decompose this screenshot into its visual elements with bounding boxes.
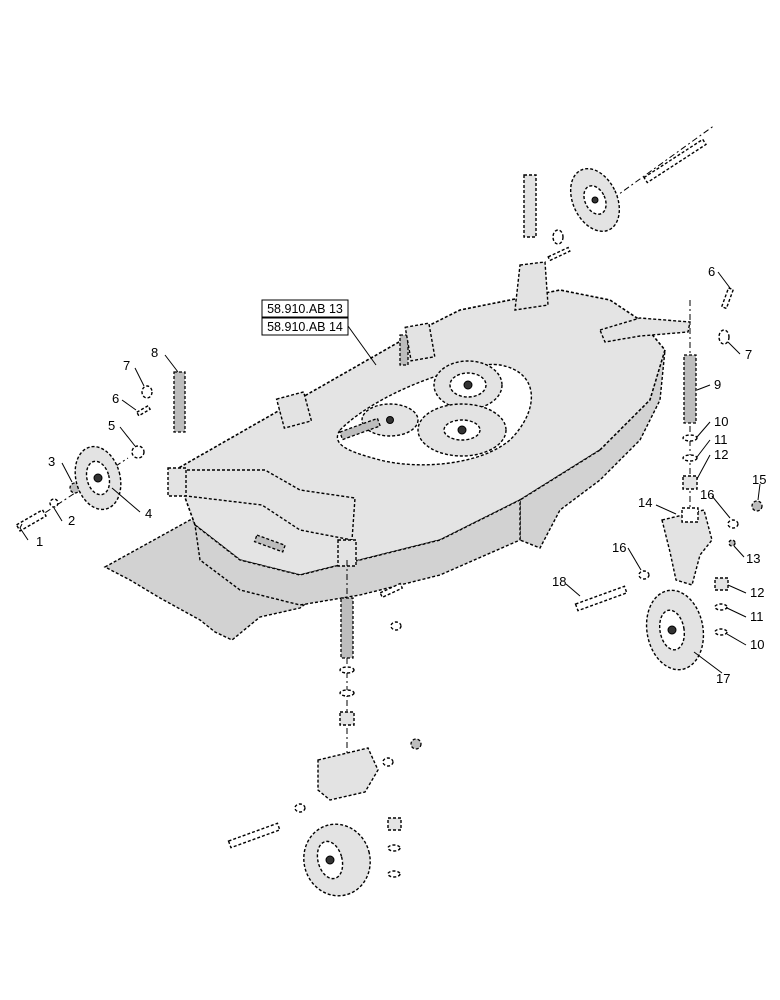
part-13-fitting <box>728 539 736 547</box>
front-caster-washer-4 <box>294 803 306 813</box>
callout-8: 8 <box>151 345 158 360</box>
part-4-wheel <box>74 445 122 511</box>
callout-1: 1 <box>36 534 43 549</box>
callout-5: 5 <box>108 418 115 433</box>
part-12-bushing <box>682 475 698 490</box>
idler-spring-3 <box>253 534 286 553</box>
mower-deck <box>103 261 691 641</box>
idler-spring-1 <box>339 417 381 441</box>
rear-roller-cotter <box>547 246 571 262</box>
callout-7-right: 7 <box>745 347 752 362</box>
callout-18: 18 <box>552 574 566 589</box>
deck-pin-bolt <box>379 582 404 599</box>
front-caster-yoke <box>317 747 379 801</box>
part-11-washer-lower <box>714 603 728 611</box>
front-caster-bushing-lower <box>387 817 402 831</box>
rear-roller-ring <box>552 229 564 245</box>
part-7-ring <box>141 385 153 399</box>
part-17-caster-wheel <box>645 589 705 671</box>
idler-spring-2 <box>399 334 409 366</box>
callout-7: 7 <box>123 358 130 373</box>
callout-10-lower: 10 <box>750 637 764 652</box>
left-spindle-pulley <box>361 403 419 437</box>
reference-boxes: 58.910.AB 13 58.910.AB 14 <box>261 299 377 366</box>
part-10-washer <box>682 434 698 442</box>
deck-pin-clip <box>390 621 402 631</box>
front-caster-wheel <box>303 823 371 897</box>
part-5-spacer <box>131 445 145 459</box>
deck-mount-block-left <box>275 391 313 429</box>
rear-roller-assembly <box>523 124 716 262</box>
left-caster-pivot-tube <box>167 467 187 497</box>
callout-6-right: 6 <box>708 264 715 279</box>
callout-16: 16 <box>700 487 714 502</box>
part-18-axle-bolt <box>574 585 628 612</box>
callout-4: 4 <box>145 506 152 521</box>
part-16-washer-left <box>638 570 650 580</box>
callout-numbers: 1 2 3 4 5 6 7 8 6 7 9 10 11 12 15 16 14 … <box>36 264 766 686</box>
front-caster-washer-6 <box>387 870 401 878</box>
reference-text-1: 58.910.AB 13 <box>267 302 343 316</box>
reference-box-1[interactable] <box>261 299 349 318</box>
front-bracket-right <box>599 317 691 343</box>
deck-mount-block-top <box>404 322 436 362</box>
callout-11-lower: 11 <box>750 609 764 624</box>
callout-9: 9 <box>714 377 721 392</box>
leader-lines <box>19 271 761 674</box>
rear-hitch-arm <box>514 261 549 311</box>
part-14-caster-yoke <box>661 509 713 586</box>
part-6-pin-right <box>720 287 735 310</box>
front-caster-washer-2 <box>339 689 355 697</box>
front-caster-nut <box>410 738 422 750</box>
callout-16-left: 16 <box>612 540 626 555</box>
callout-15: 15 <box>752 472 766 487</box>
gearbox-pulley <box>433 360 503 410</box>
front-caster-axle-bolt <box>227 822 281 849</box>
part-15-nut <box>751 500 763 512</box>
front-caster-shaft <box>340 597 354 659</box>
front-caster-washer-1 <box>339 666 355 674</box>
callout-11: 11 <box>714 432 728 447</box>
part-16-washer-right <box>727 519 739 529</box>
reference-text-2: 58.910.AB 14 <box>267 320 343 334</box>
front-caster-bushing <box>339 711 355 726</box>
callout-14: 14 <box>638 495 652 510</box>
callout-3: 3 <box>48 454 55 469</box>
right-caster-assembly <box>574 287 763 671</box>
front-caster-washer-3 <box>382 757 394 767</box>
callout-10: 10 <box>714 414 728 429</box>
callout-17: 17 <box>716 671 730 686</box>
callout-13: 13 <box>746 551 760 566</box>
part-1-bolt <box>15 508 47 532</box>
front-caster-assembly <box>227 560 422 897</box>
center-spindle-pulley <box>417 403 507 457</box>
callout-6: 6 <box>112 391 119 406</box>
part-10-washer-lower <box>714 628 728 636</box>
part-2-washer <box>49 498 59 508</box>
callout-12: 12 <box>714 447 728 462</box>
left-roller-assembly <box>15 371 186 532</box>
part-8-rod <box>173 371 186 433</box>
part-6-pin <box>135 404 152 417</box>
callout-12-lower: 12 <box>750 585 764 600</box>
part-11-washer <box>682 454 698 462</box>
rear-roller-pin <box>523 174 537 238</box>
front-caster-washer-5 <box>387 844 401 852</box>
part-7-ring-right <box>718 329 730 345</box>
callout-2: 2 <box>68 513 75 528</box>
rear-roller-bolt <box>643 138 707 184</box>
deck-skirt-front <box>194 498 521 606</box>
part-12-bushing-lower <box>714 577 729 591</box>
part-9-caster-shaft <box>683 354 697 424</box>
